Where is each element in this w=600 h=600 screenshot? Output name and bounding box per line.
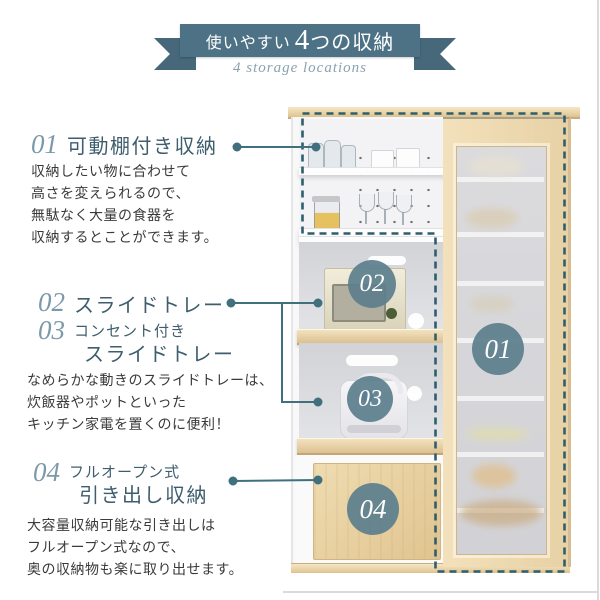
connector-dot [313, 397, 323, 407]
glass-shelf-line [457, 281, 544, 286]
banner-title-prefix: 使いやすい [205, 34, 291, 52]
badge-01: 01 [472, 323, 524, 375]
wine-glass [396, 195, 412, 213]
section-03-description: なめらかな動きのスライドトレーは、 炊飯器やポットといった キッチン家電を置くの… [27, 372, 274, 432]
section-04-description: 大容量収納可能な引き出しは フルオープン式なので、 奥の収納物も楽に取り出せます… [27, 517, 244, 577]
badge-02: 02 [348, 260, 396, 308]
toaster-knob [386, 308, 397, 319]
banner-subtitle: 4 storage locations [233, 60, 367, 76]
connector-dot [311, 142, 321, 152]
connector-line-04 [232, 479, 319, 482]
wine-glass-stem [402, 212, 404, 225]
badge-03: 03 [347, 376, 393, 422]
banner-title-number: 4 [294, 24, 310, 56]
adjustable-shelf [299, 167, 447, 175]
light-glare [407, 386, 422, 401]
cabinet-base [291, 563, 570, 573]
callout-connectors [226, 142, 323, 486]
adjustable-shelf [299, 228, 447, 236]
blurred-dishes [468, 156, 524, 176]
section-02-heading: 02 スライドトレー [38, 289, 225, 318]
badge-04: 04 [347, 483, 399, 535]
section-04-title: 引き出し収納 [79, 485, 208, 507]
rice-cooker-base [347, 425, 401, 433]
section-04-heading: 04 フルオープン式 引き出し収納 [33, 459, 208, 508]
jar-lid [312, 196, 340, 202]
section-02-number: 02 [38, 287, 65, 317]
blurred-dishes [460, 500, 542, 526]
wine-glass [359, 194, 375, 212]
section-01-title: 可動棚付き収納 [67, 136, 218, 158]
wine-glass [378, 192, 394, 210]
section-04-number: 04 [33, 457, 60, 487]
blurred-dishes [466, 428, 528, 440]
blurred-dishes [466, 208, 518, 228]
glass-shelf-line [457, 452, 544, 457]
photo-right-edge [597, 0, 599, 600]
blurred-dishes [472, 464, 516, 488]
storage-area-dashed-outline [301, 112, 566, 573]
light-glare [346, 355, 398, 366]
section-01-heading: 01 可動棚付き収納 [31, 131, 218, 159]
section-03-heading: 03 コンセント付き スライドトレー [38, 317, 235, 367]
blurred-dishes [470, 296, 514, 312]
banner-title: 使いやすい 4 つの収納 [180, 24, 420, 57]
section-03-number: 03 [38, 315, 65, 345]
glass-shelf-line [457, 396, 544, 401]
section-03-subtitle: コンセント付き [74, 324, 187, 340]
connector-dot [313, 298, 323, 308]
connector-dot [232, 142, 242, 152]
light-glare [368, 256, 406, 265]
slide-tray-lower [297, 438, 449, 455]
section-02-title: スライドトレー [74, 295, 225, 317]
wine-glass-stem [365, 211, 367, 224]
light-glare [408, 313, 424, 329]
connector-dot [228, 476, 238, 486]
connector-line-03 [281, 303, 318, 403]
connector-dot [226, 298, 236, 308]
pasta-jar [314, 200, 340, 231]
glass-shelf-line [457, 177, 544, 182]
section-04-subtitle: フルオープン式 [69, 465, 181, 481]
section-01-number: 01 [31, 129, 58, 159]
banner-title-suffix: つの収納 [310, 32, 395, 54]
wine-glass-stem [384, 209, 386, 224]
connector-dot [313, 475, 323, 485]
section-01-description: 収納したい物に合わせて 高さを変えられるので、 無駄なく大量の食器を 収納すると… [31, 163, 219, 245]
glass-shelf-line [457, 232, 544, 237]
section-divider [299, 236, 447, 243]
section-03-title: スライドトレー [84, 344, 235, 366]
photo-bottom-edge [283, 591, 598, 593]
